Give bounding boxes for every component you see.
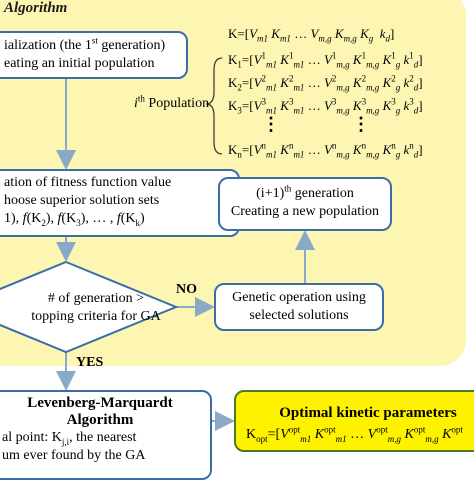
equation-k1: K1=[V1m1 K1m1 … V1m,g K1m,g K1g k1d] <box>228 50 423 70</box>
genetic-operation-box: Genetic operation using selected solutio… <box>214 283 384 331</box>
genetic-line-1: Genetic operation using <box>232 290 366 305</box>
fitness-evaluation-box: ation of fitness function value hoose su… <box>0 169 240 237</box>
genetic-line-2: selected solutions <box>249 308 349 323</box>
fitness-line-1: ation of fitness function value <box>4 175 172 190</box>
optimal-parameters-box: Optimal kinetic parameters Kopt=[Voptm1 … <box>234 390 474 452</box>
ith-population-label: ith Population <box>134 93 210 111</box>
next-line-2: Creating a new population <box>230 204 380 219</box>
optimal-equation: Kopt=[Voptm1 Koptm1 … Voptm,g Koptm,g Ko… <box>246 424 463 444</box>
equation-k2: K2=[V2m1 K2m1 … V2m,g K2m,g K2g k2d] <box>228 73 423 93</box>
lm-title-line-2: Algorithm <box>66 412 134 428</box>
lm-line-3: al point: Kj,i, the nearest <box>2 430 137 447</box>
equation-k: K=[Vm1 Km1 … Vm,g Km,g Kg kd] <box>228 26 395 44</box>
init-line-1: ialization (the 1st generation) <box>4 35 166 53</box>
next-generation-box: (i+1)th generation Creating a new popula… <box>218 177 392 231</box>
lm-line-4: um ever found by the GA <box>2 448 146 463</box>
optimal-title: Optimal kinetic parameters <box>279 405 457 421</box>
decision-diamond <box>0 260 179 354</box>
vertical-ellipsis-left: ⋮ <box>262 114 280 134</box>
vertical-ellipsis-right: ⋮ <box>352 114 370 134</box>
diagram-title: Algorithm <box>4 0 68 16</box>
equation-kn: Kn=[Vnm1 Knm1 … Vnm,g Knm,g Kng knd] <box>228 140 423 160</box>
lm-title-line-1: Levenberg-Marquardt <box>27 395 173 411</box>
next-line-1: (i+1)th generation <box>256 183 354 201</box>
population-brace <box>205 57 223 155</box>
levenberg-marquardt-box: Levenberg-Marquardt Algorithm al point: … <box>0 390 212 480</box>
equation-k3: K3=[V3m1 K3m1 … V3m,g K3m,g K3g k3d] <box>228 96 423 116</box>
fitness-line-3: 1), f(K2), f(K3), … , f(Kk) <box>4 211 145 228</box>
no-label: NO <box>176 282 197 297</box>
yes-label: YES <box>76 355 104 370</box>
decision-text: # of generation > topping criteria for G… <box>31 291 161 324</box>
fitness-line-2: hoose superior solution sets <box>4 193 160 208</box>
initialization-box: ialization (the 1st generation) eating a… <box>0 31 188 79</box>
init-line-2: eating an initial population <box>4 56 155 71</box>
